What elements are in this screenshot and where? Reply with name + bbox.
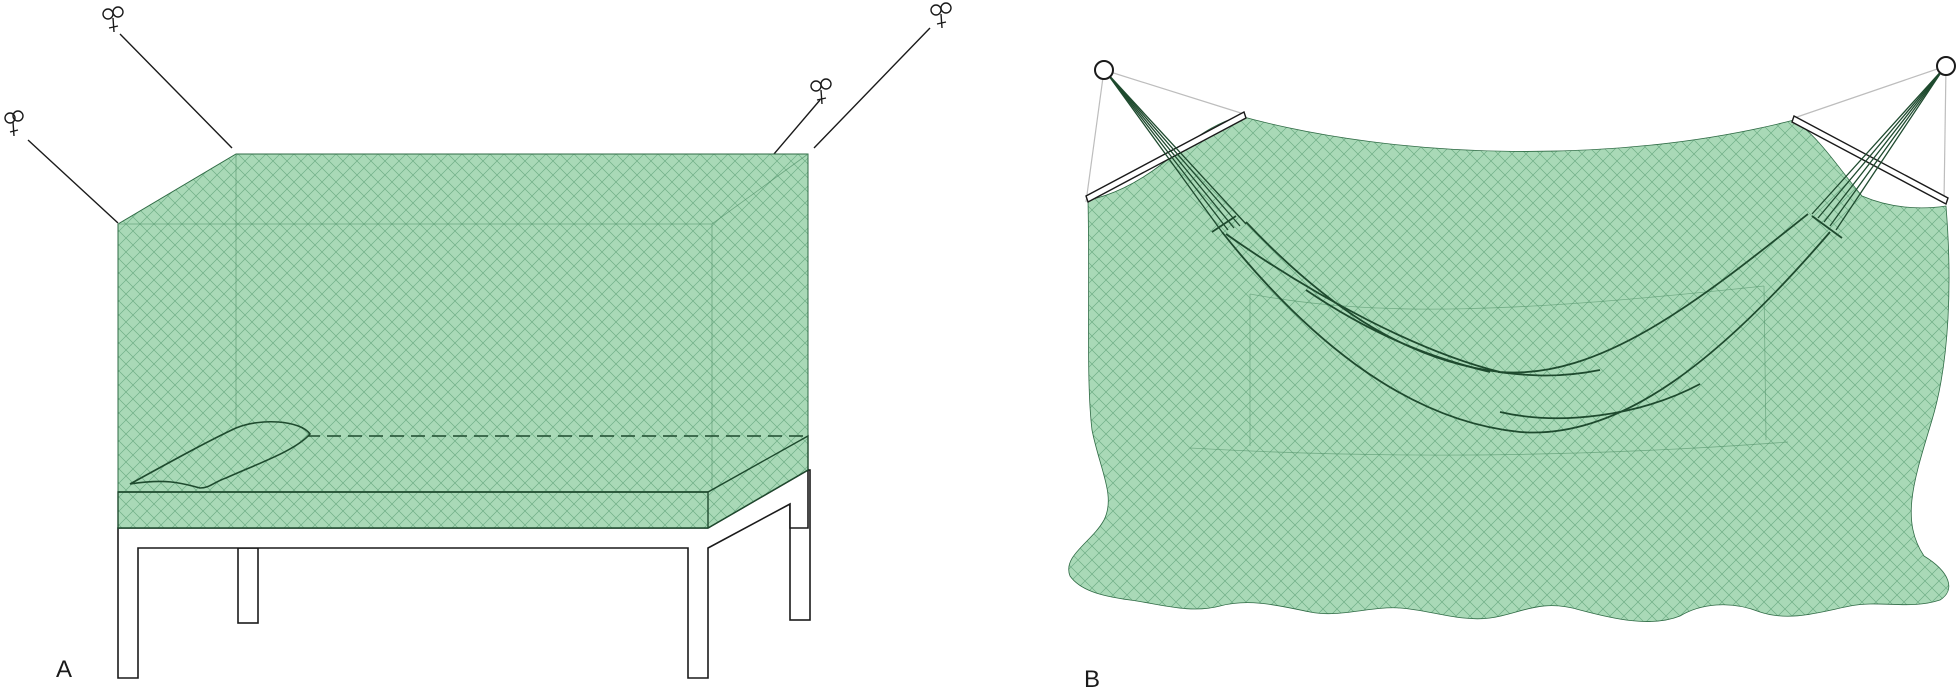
hammock-net-mesh: [1068, 115, 1950, 622]
hammock: [1211, 213, 1843, 434]
panel-label-a: A: [56, 656, 73, 683]
panel-a-bed-net: [4, 2, 952, 679]
hammock-cords: [1105, 67, 1945, 233]
bed-frame: [117, 468, 811, 679]
hook-icon: [930, 2, 952, 29]
ring-icon: [1094, 60, 1114, 80]
panel-label-b: B: [1084, 666, 1101, 693]
bed-net-mesh: [117, 153, 809, 529]
hook-icon: [4, 110, 24, 137]
hook-icon: [810, 78, 832, 105]
net-inner-lines: [1189, 285, 1789, 456]
hook-icon: [102, 6, 124, 33]
panel-b-hammock-net: [1068, 56, 1956, 622]
support-lines: [1085, 65, 1947, 203]
spreader-bars: [1085, 110, 1949, 206]
ring-icon: [1936, 56, 1956, 76]
